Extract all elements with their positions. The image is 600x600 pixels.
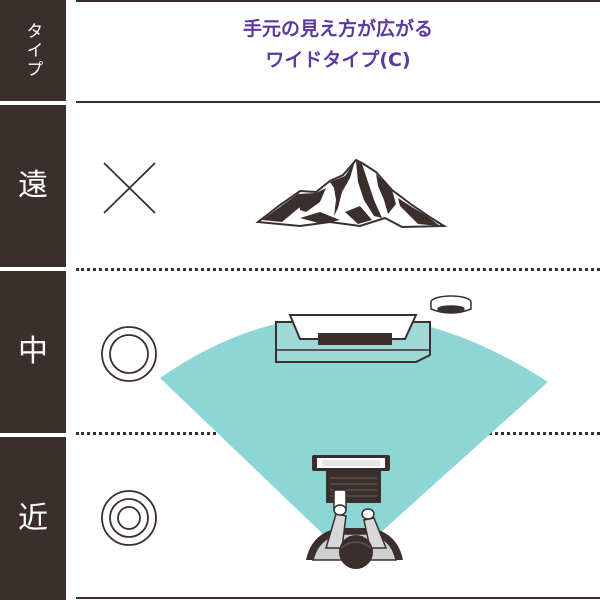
- row-divider-far-mid: [76, 268, 600, 271]
- laptop-icon: [312, 455, 390, 503]
- row-near-label: 近: [18, 500, 48, 536]
- mountain-icon: [255, 158, 448, 229]
- row-mid-label-cell: 中: [0, 271, 66, 433]
- double-circle-icon: [101, 326, 157, 382]
- row-far-label-cell: 遠: [0, 105, 66, 267]
- row-near-label-cell: 近: [0, 437, 66, 600]
- triple-circle-icon: [101, 490, 157, 546]
- header-divider: [76, 101, 600, 103]
- bottom-border: [76, 597, 600, 599]
- field-of-view-area: [160, 314, 548, 560]
- type-header-cell: タイプ: [0, 0, 66, 101]
- person-icon: [306, 504, 403, 569]
- ceiling-light-icon: [430, 295, 472, 314]
- header-title-line1: 手元の見え方が広がる: [242, 18, 433, 40]
- row-far-label: 遠: [18, 168, 48, 203]
- top-border: [76, 0, 600, 2]
- tv-icon: [275, 314, 431, 363]
- cross-icon: [103, 162, 156, 214]
- header-title-line2: ワイドタイプ(C): [265, 49, 411, 71]
- row-mid-label: 中: [18, 334, 48, 369]
- header-title: 手元の見え方が広がる ワイドタイプ(C): [76, 14, 600, 76]
- type-label: タイプ: [22, 22, 43, 79]
